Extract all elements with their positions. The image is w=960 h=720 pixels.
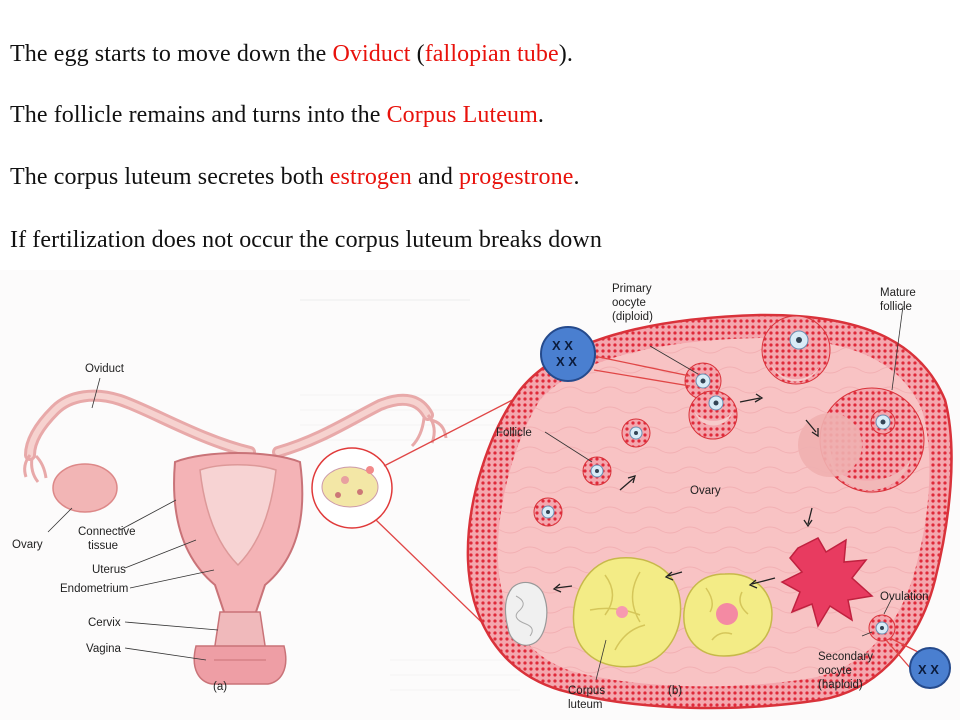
sentence-text: ). — [558, 41, 573, 67]
term-progesterone: progestrone — [459, 164, 574, 190]
label-secondary-oocyte-3: (haploid) — [818, 679, 863, 691]
sentence-text: . — [573, 164, 580, 190]
svg-text:X X: X X — [552, 338, 573, 353]
sentence-text: The follicle remains and turns into the — [10, 102, 387, 128]
ruptured-follicle — [780, 537, 874, 628]
developing-follicles — [533, 315, 925, 527]
label-follicle: Follicle — [496, 427, 532, 439]
svg-text:X X: X X — [918, 662, 939, 677]
label-corpus-luteum-1: Corpus — [568, 685, 605, 697]
reproductive-tract-diagram — [23, 377, 529, 685]
sentence-oviduct: The egg starts to move down the Oviduct … — [10, 41, 573, 68]
term-fallopian-tube: fallopian tube — [424, 41, 559, 67]
corpus-luteum-structures — [504, 557, 773, 668]
label-secondary-oocyte-2: oocyte — [818, 665, 852, 677]
label-mature-follicle-2: follicle — [880, 301, 912, 313]
label-primary-oocyte-2: oocyte — [612, 297, 646, 309]
svg-text:X X: X X — [556, 354, 577, 369]
label-secondary-oocyte-1: Secondary — [818, 651, 873, 663]
label-connective-tissue-2: tissue — [88, 540, 118, 552]
sentence-text: and — [411, 164, 460, 190]
panel-label-b: (b) — [668, 685, 682, 697]
label-mature-follicle-1: Mature — [880, 287, 916, 299]
label-ovary-b: Ovary — [690, 485, 721, 497]
label-corpus-luteum-2: luteum — [568, 699, 603, 711]
label-uterus: Uterus — [92, 564, 126, 576]
left-ovary-shape — [52, 463, 118, 513]
panel-label-a: (a) — [213, 681, 227, 693]
reproductive-system-figure: Oviduct Ovary Connective tissue Uterus E… — [0, 270, 960, 720]
label-cervix: Cervix — [88, 617, 121, 629]
label-endometrium: Endometrium — [60, 583, 128, 595]
label-oviduct: Oviduct — [85, 363, 125, 375]
term-estrogen: estrogen — [329, 164, 412, 190]
term-corpus-luteum: Corpus Luteum — [386, 102, 538, 128]
ovary-cross-section: X X X X X X — [466, 305, 953, 710]
label-ovary-a: Ovary — [12, 539, 43, 551]
diploid-chromosome-icon — [540, 326, 596, 382]
sentence-corpus-luteum: The follicle remains and turns into the … — [10, 102, 544, 129]
sentence-hormones: The corpus luteum secretes both estrogen… — [10, 164, 580, 191]
label-primary-oocyte-1: Primary — [612, 283, 652, 295]
label-connective-tissue-1: Connective — [78, 526, 136, 538]
cycle-arrows — [552, 393, 819, 593]
sentence-text: The corpus luteum secretes both — [10, 164, 330, 190]
haploid-chromosome-icon — [909, 647, 951, 689]
sentence-fertilization: If fertilization does not occur the corp… — [10, 227, 602, 253]
term-oviduct: Oviduct — [332, 41, 411, 67]
label-ovulation: Ovulation — [880, 591, 929, 603]
label-vagina: Vagina — [86, 643, 122, 655]
sentence-text: ( — [410, 41, 425, 67]
label-primary-oocyte-3: (diploid) — [612, 311, 653, 323]
sentence-text: The egg starts to move down the — [10, 41, 333, 67]
sentence-text: . — [537, 102, 544, 128]
